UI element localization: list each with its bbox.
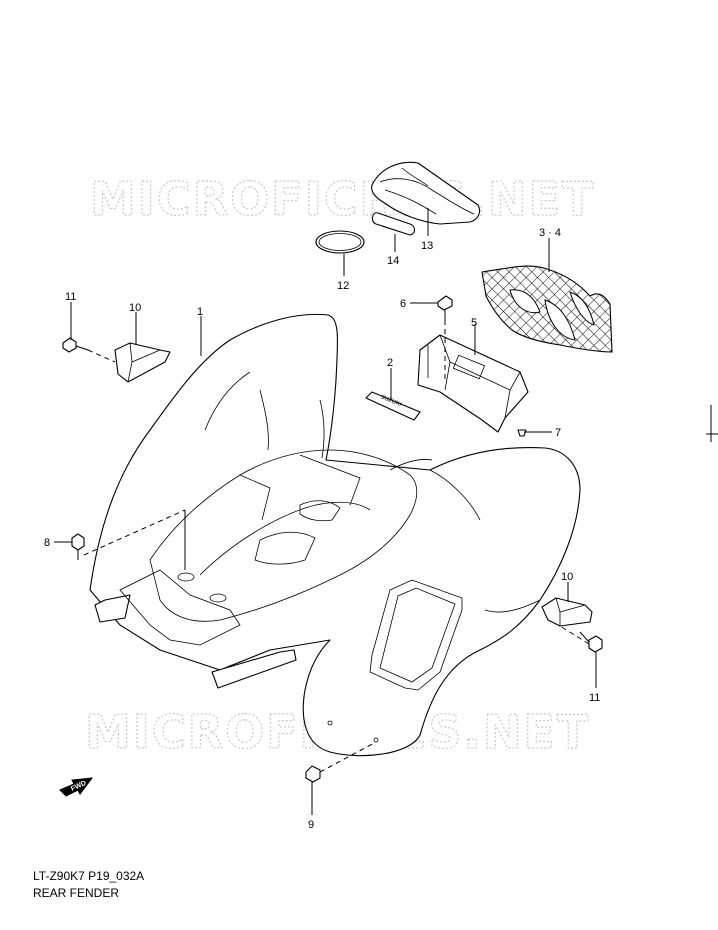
diagram-title: REAR FENDER (33, 886, 120, 900)
callout-1: 1 (197, 306, 203, 318)
part-11-bolt-left (62, 337, 89, 353)
part-8-clip (71, 533, 85, 560)
leader-lines (54, 208, 597, 815)
callout-11-right: 11 (589, 692, 600, 704)
part-5-tool-box (417, 334, 529, 433)
part-11-bolt-right (579, 631, 603, 653)
callout-7: 7 (555, 427, 561, 439)
callout-6: 6 (400, 298, 406, 310)
part-9-screw (305, 765, 321, 783)
callout-10-left: 10 (129, 302, 141, 314)
callout-9: 9 (308, 819, 314, 831)
callout-14: 14 (387, 255, 399, 267)
callout-8: 8 (44, 537, 50, 549)
callout-5: 5 (471, 317, 477, 329)
part-6-bolt (437, 295, 453, 320)
callout-2: 2 (387, 357, 393, 369)
watermark-top: MICROFICHES.NET (90, 172, 595, 226)
part-3-4-decal (481, 265, 613, 353)
part-12-o-ring (315, 230, 365, 254)
part-7-screw (517, 429, 527, 437)
part-1-rear-fender (89, 313, 581, 757)
callout-11-left: 11 (65, 291, 76, 303)
callout-3-4: 3 · 4 (539, 227, 561, 239)
callout-numbers: 1 2 3 · 4 5 6 7 8 9 10 10 11 11 12 13 14 (44, 227, 600, 831)
part-14-sleeve (371, 212, 416, 236)
diagram-code: LT-Z90K7 P19_032A (33, 869, 145, 883)
part-2-emblem: SUZUKI (365, 391, 421, 421)
fwd-arrow: FWD (59, 777, 94, 797)
part-12-o-ring-inner (318, 233, 362, 251)
part-10-bracket-left (114, 342, 171, 383)
callout-12: 12 (337, 280, 349, 292)
part-13-cover (371, 161, 481, 225)
callout-13: 13 (421, 240, 433, 252)
part-10-bracket-right (541, 597, 593, 627)
callout-10-right: 10 (561, 571, 573, 583)
